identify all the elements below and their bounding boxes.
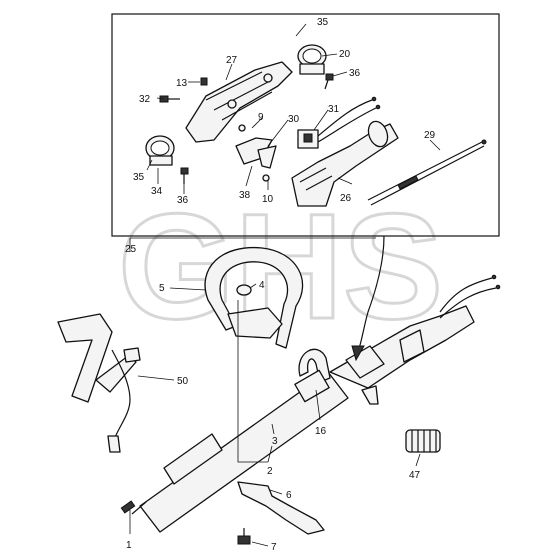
shaft-tube [120, 371, 349, 533]
callout-labels: 35 20 27 13 36 32 31 9 30 29 35 34 36 38… [125, 17, 436, 553]
callout-13: 13 [176, 78, 188, 89]
callout-29: 29 [424, 130, 436, 141]
switch-31 [297, 96, 381, 149]
callout-30: 30 [288, 114, 300, 125]
spring-47 [405, 429, 441, 453]
callout-2: 2 [267, 466, 273, 477]
callout-3: 3 [272, 436, 278, 447]
callout-26: 26 [340, 193, 352, 204]
bolt-7 [237, 528, 251, 545]
cable-29 [367, 139, 487, 206]
callout-36-top: 36 [349, 68, 361, 79]
callout-27: 27 [226, 55, 238, 66]
callout-10: 10 [262, 194, 274, 205]
callout-25: 25 [125, 244, 137, 255]
callout-4: 4 [259, 280, 265, 291]
callout-5: 5 [159, 283, 165, 294]
callout-6: 6 [286, 490, 292, 501]
callout-35-left: 35 [133, 172, 145, 183]
callout-35-top: 35 [317, 17, 329, 28]
callout-34: 34 [151, 186, 163, 197]
inset-leaders [146, 23, 441, 194]
callout-36-bottom: 36 [177, 195, 189, 206]
callout-7: 7 [271, 542, 277, 553]
clamp-ring-34 [145, 135, 175, 166]
throttle-assembly [329, 235, 501, 405]
inset-frame [111, 13, 500, 237]
callout-38: 38 [239, 190, 251, 201]
trigger-levers [235, 124, 277, 182]
callout-50: 50 [177, 376, 189, 387]
handle-bar-5 [204, 246, 304, 349]
callout-32: 32 [139, 94, 151, 105]
callout-20: 20 [339, 49, 351, 60]
callout-1: 1 [126, 540, 132, 551]
clamp-ring-20 [297, 44, 327, 75]
callout-47: 47 [409, 470, 421, 481]
callout-16: 16 [315, 426, 327, 437]
grip-26 [291, 120, 399, 207]
harness-50 [57, 313, 141, 453]
callout-9: 9 [258, 112, 264, 123]
callout-31: 31 [328, 104, 340, 115]
bracket-6 [237, 481, 325, 535]
main-leaders [129, 237, 421, 547]
throttle-housing-27 [185, 61, 293, 143]
